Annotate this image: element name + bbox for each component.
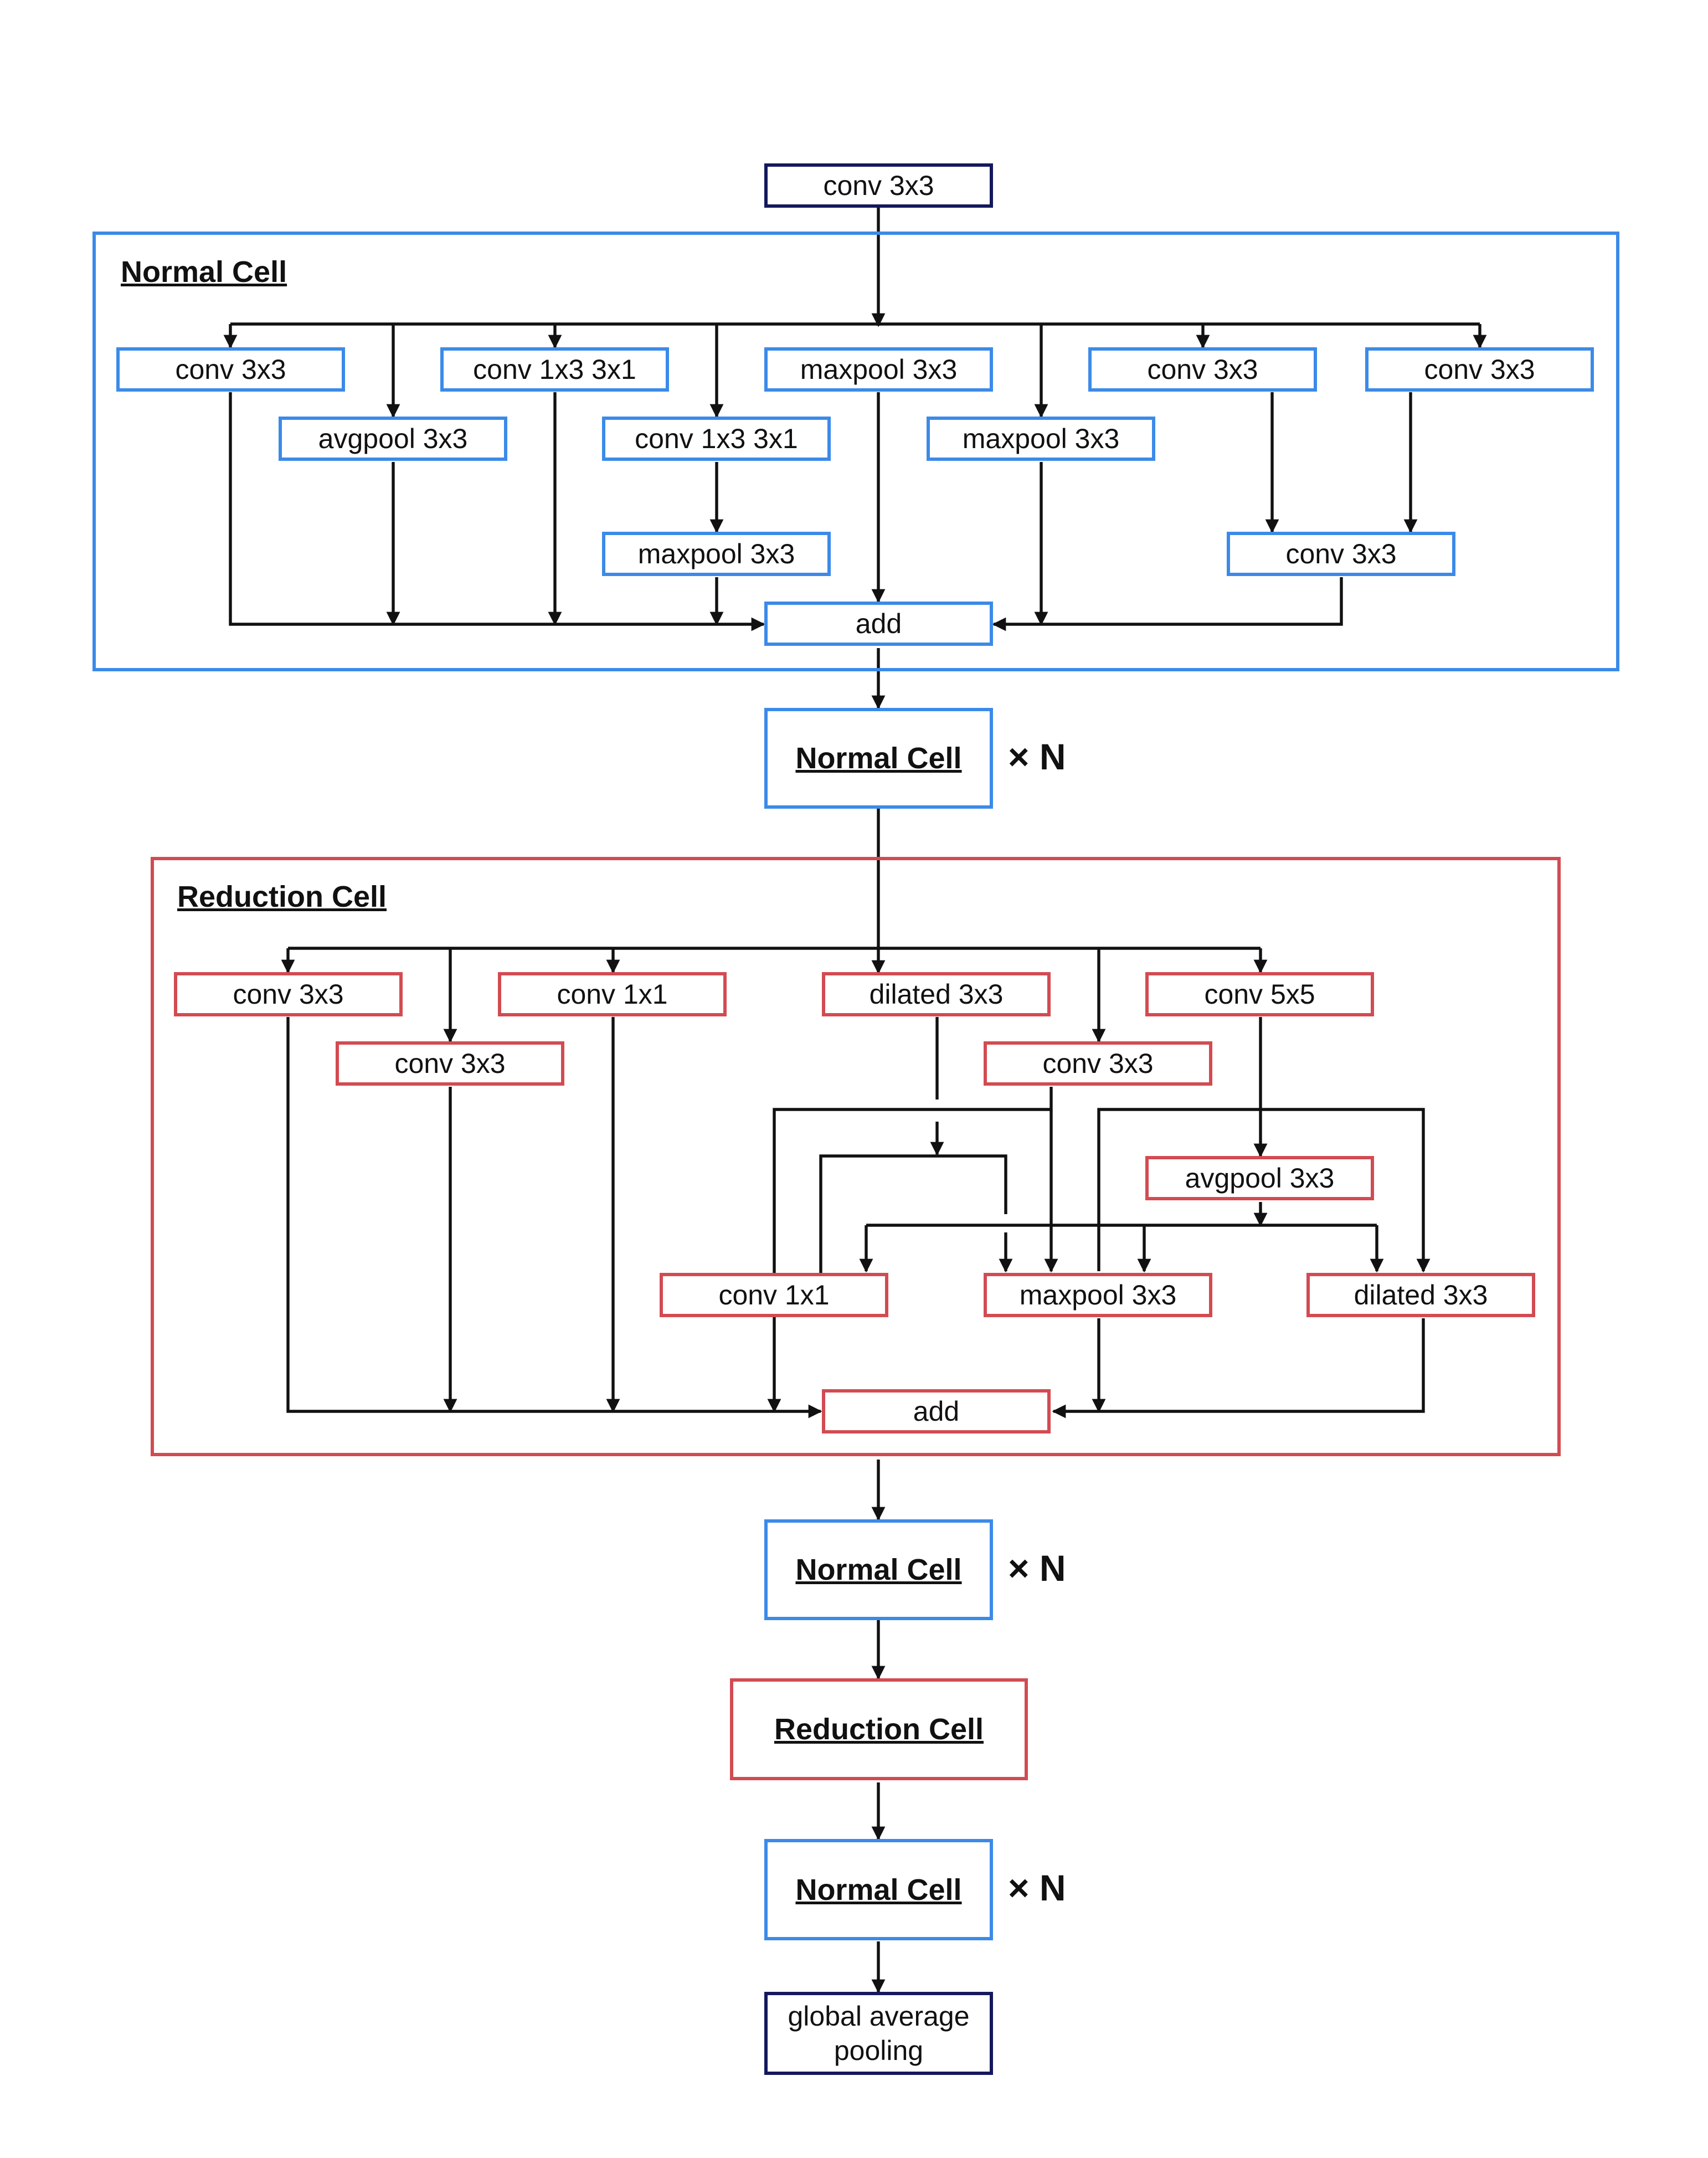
normal-maxpool-low: maxpool 3x3 (602, 532, 831, 576)
times-n-1: × N (1008, 736, 1066, 777)
normal-conv3x3-c: conv 3x3 (1365, 347, 1594, 392)
reduction-avgpool-label: avgpool 3x3 (1185, 1163, 1335, 1194)
normal-conv1x3-b: conv 1x3 3x1 (602, 417, 831, 461)
reduction-conv5x5-label: conv 5x5 (1204, 979, 1315, 1010)
normal-conv1x3-b-label: conv 1x3 3x1 (635, 423, 798, 454)
reduction-conv1x1-low-label: conv 1x1 (718, 1280, 830, 1311)
reduction-conv3x3-a: conv 3x3 (174, 972, 403, 1016)
reduction-dilated-top-label: dilated 3x3 (869, 979, 1004, 1010)
normal-conv1x3-a-label: conv 1x3 3x1 (473, 354, 636, 385)
reduction-add: add (822, 1389, 1051, 1433)
gap-label-line-2: pooling (834, 2035, 924, 2066)
reduction-conv3x3-c-label: conv 3x3 (1042, 1048, 1154, 1079)
normal-conv3x3-a: conv 3x3 (116, 347, 345, 392)
normal-avgpool-label: avgpool 3x3 (318, 423, 468, 454)
normal-cell-block-3: Normal Cell (764, 1839, 993, 1940)
reduction-dilated-low: dilated 3x3 (1306, 1273, 1535, 1317)
normal-maxpool-mid: maxpool 3x3 (927, 417, 1155, 461)
reduction-conv1x1-top-label: conv 1x1 (557, 979, 668, 1010)
normal-conv3x3-d-label: conv 3x3 (1285, 538, 1397, 569)
stem-conv-label: conv 3x3 (823, 170, 934, 201)
times-n-2: × N (1008, 1548, 1066, 1589)
wire-reduction-dilated-low (1052, 1318, 1425, 1419)
normal-conv3x3-b-label: conv 3x3 (1147, 354, 1258, 385)
normal-add: add (764, 602, 993, 646)
normal-conv1x3-a: conv 1x3 3x1 (440, 347, 669, 392)
wire-reduction-loop-1 (819, 1154, 1007, 1278)
wire-normal-conv-merge (992, 577, 1343, 631)
normal-cell-frame (92, 232, 1619, 671)
reduction-cell-frame (151, 857, 1561, 1456)
normal-add-label: add (855, 608, 902, 639)
normal-conv3x3-d: conv 3x3 (1227, 532, 1455, 576)
normal-conv3x3-a-label: conv 3x3 (175, 354, 286, 385)
reduction-avgpool: avgpool 3x3 (1145, 1156, 1374, 1200)
wire-reduction-conv3x3-left (286, 1017, 822, 1419)
reduction-maxpool-label: maxpool 3x3 (1019, 1280, 1177, 1311)
wire-reduction-conv3x3c-left (767, 1087, 1053, 1413)
reduction-cell-block: Reduction Cell (730, 1678, 1028, 1780)
normal-maxpool-mid-label: maxpool 3x3 (962, 423, 1120, 454)
reduction-cell-title: Reduction Cell (177, 880, 387, 913)
normal-conv3x3-b: conv 3x3 (1088, 347, 1317, 392)
normal-cell-block-1-label: Normal Cell (795, 742, 962, 775)
normal-cell-block-3-label: Normal Cell (795, 1873, 962, 1907)
normal-maxpool-top: maxpool 3x3 (764, 347, 993, 392)
global-average-pooling: global average pooling (764, 1992, 993, 2075)
normal-cell-block-2-label: Normal Cell (795, 1553, 962, 1586)
reduction-conv5x5: conv 5x5 (1145, 972, 1374, 1016)
reduction-conv3x3-b-label: conv 3x3 (394, 1048, 506, 1079)
normal-conv3x3-c-label: conv 3x3 (1424, 354, 1535, 385)
reduction-add-label: add (913, 1396, 960, 1427)
normal-cell-block-1: Normal Cell (764, 708, 993, 809)
normal-maxpool-low-label: maxpool 3x3 (637, 538, 795, 569)
reduction-conv1x1-low: conv 1x1 (660, 1273, 888, 1317)
reduction-conv3x3-c: conv 3x3 (984, 1041, 1212, 1086)
reduction-dilated-low-label: dilated 3x3 (1354, 1280, 1488, 1311)
gap-label-line-1: global average (788, 2000, 970, 2032)
stem-conv-3x3: conv 3x3 (764, 163, 993, 208)
reduction-dilated-top: dilated 3x3 (822, 972, 1051, 1016)
normal-cell-block-2: Normal Cell (764, 1519, 993, 1620)
times-n-3: × N (1008, 1867, 1066, 1908)
normal-avgpool: avgpool 3x3 (279, 417, 507, 461)
reduction-conv1x1-top: conv 1x1 (498, 972, 727, 1016)
reduction-maxpool: maxpool 3x3 (984, 1273, 1212, 1317)
normal-maxpool-top-label: maxpool 3x3 (800, 354, 958, 385)
reduction-conv3x3-b: conv 3x3 (336, 1041, 564, 1086)
wire-normal-conv3x3-left (229, 392, 765, 631)
normal-cell-title: Normal Cell (121, 255, 287, 289)
reduction-conv3x3-a-label: conv 3x3 (233, 979, 344, 1010)
reduction-cell-block-label: Reduction Cell (774, 1713, 984, 1746)
